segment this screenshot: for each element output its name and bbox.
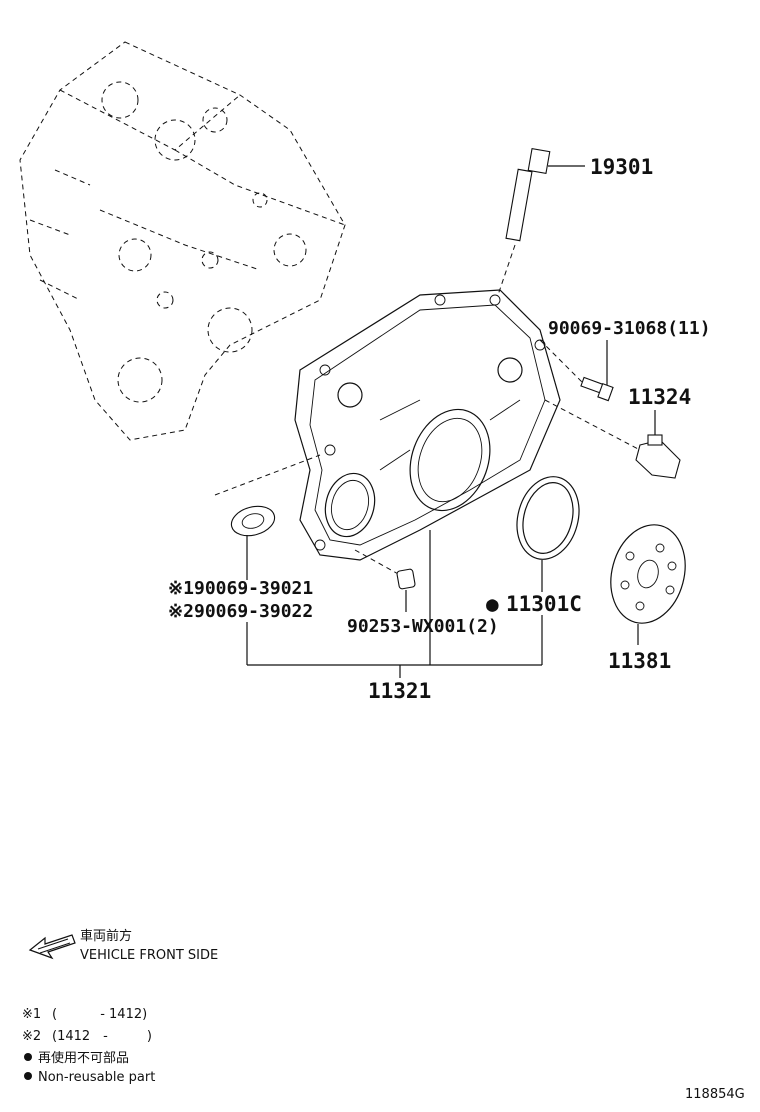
label-11321: 11321 (368, 679, 431, 703)
oil-seal-11301c (516, 476, 580, 592)
legend-note1-text: ( - 1412) (52, 1007, 147, 1022)
pin-90253 (354, 549, 416, 612)
label-90253-wx001: 90253-WX001(2) (347, 616, 499, 637)
legend-note2-mark: ※2 (22, 1029, 41, 1044)
assembly-bracket-11321 (246, 530, 543, 678)
note1-marker: ※1 (168, 578, 194, 599)
engine-block-outline (19, 41, 346, 441)
label-11381: 11381 (608, 649, 671, 673)
front-direction-arrow-icon (28, 934, 76, 960)
sensor-19301 (497, 147, 585, 296)
bolt-90069-31068 (539, 339, 614, 402)
front-direction-jp: 車両前方 (80, 928, 132, 944)
nonreusable-marker: ● (486, 592, 499, 616)
legend-note2-text: (1412 ‐ ) (52, 1029, 152, 1044)
legend-nonreuse-dot-jp (24, 1053, 32, 1061)
timing-cover-plate (294, 289, 561, 561)
cover-plate-11381 (610, 524, 686, 645)
legend-nonreuse-en: Non-reusable part (38, 1070, 155, 1085)
label-90069-31068: 90069-31068(11) (548, 318, 711, 339)
note2-marker: ※2 (168, 601, 194, 622)
label-11324: 11324 (628, 385, 691, 409)
label-90069-39021: 90069-39021 (194, 578, 313, 599)
legend-nonreuse-jp: 再使用不可部品 (38, 1050, 129, 1066)
label-90069-39022: 90069-39022 (194, 601, 313, 622)
front-direction-en: VEHICLE FRONT SIDE (80, 948, 218, 963)
plug-11324 (544, 399, 681, 479)
legend-nonreuse-dot-en (24, 1072, 32, 1080)
diagram-id: 118854G (685, 1087, 745, 1102)
label-11301c: 11301C (506, 592, 582, 616)
label-19301: 19301 (590, 155, 653, 179)
seal-90069-3902x (214, 454, 321, 580)
legend-note1-mark: ※1 (22, 1007, 41, 1022)
